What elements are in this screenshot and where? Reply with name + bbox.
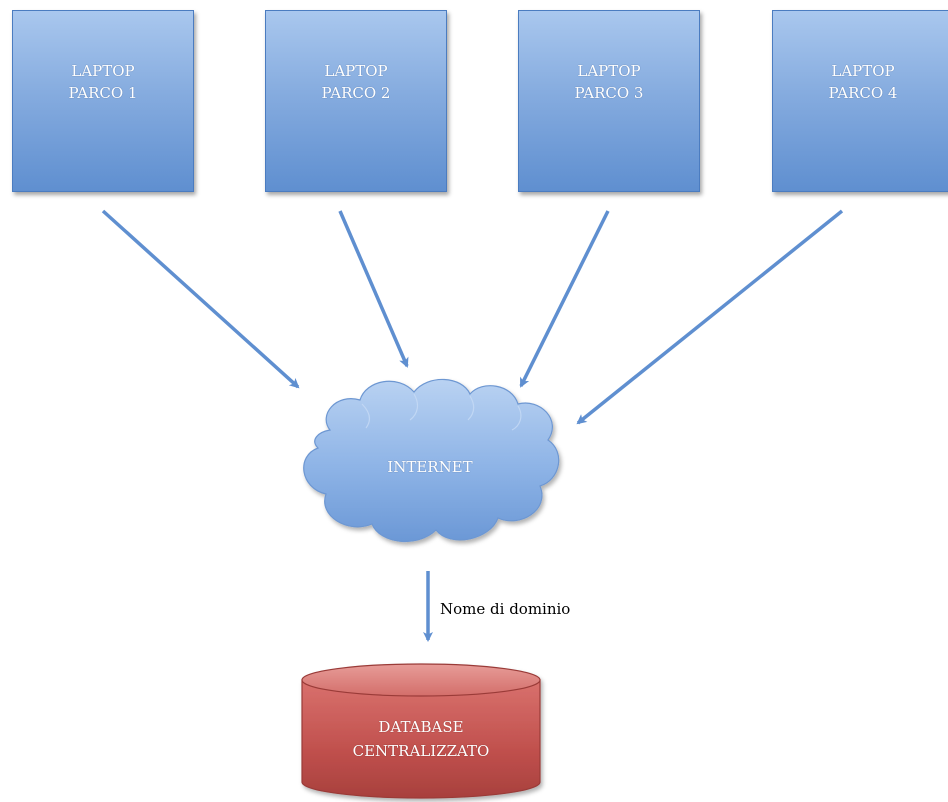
domain-name-label: Nome di dominio — [440, 600, 571, 618]
laptop-parco-4-line2: PARCO 4 — [828, 84, 898, 102]
laptop-parco-2-line1: LAPTOP — [324, 62, 388, 80]
laptop-parco-1-line1: LAPTOP — [71, 62, 135, 80]
laptop-parco-3-line2: PARCO 3 — [574, 84, 644, 102]
laptop-parco-4-line1: LAPTOP — [831, 62, 895, 80]
internet-cloud — [303, 378, 560, 543]
laptop-parco-2-line2: PARCO 2 — [321, 84, 391, 102]
laptop-parco-1-line2: PARCO 1 — [68, 84, 138, 102]
arrow-parco3-to-internet — [519, 210, 610, 388]
laptop-parco-2-box: LAPTOP PARCO 2 — [265, 10, 447, 192]
laptop-parco-3-box: LAPTOP PARCO 3 — [518, 10, 700, 192]
laptop-parco-4-box: LAPTOP PARCO 4 — [772, 10, 948, 192]
arrow-parco1-to-internet — [101, 209, 300, 389]
database-label: DATABASE CENTRALIZZATO — [300, 715, 542, 763]
database-label-line2: CENTRALIZZATO — [352, 742, 490, 760]
laptop-parco-1-box: LAPTOP PARCO 1 — [12, 10, 194, 192]
internet-label: INTERNET — [387, 458, 473, 476]
arrow-parco2-to-internet — [338, 210, 409, 368]
laptop-parco-3-line1: LAPTOP — [577, 62, 641, 80]
database-cylinder — [301, 663, 541, 799]
arrow-parco4-to-internet — [576, 209, 844, 425]
database-label-line1: DATABASE — [378, 718, 464, 736]
